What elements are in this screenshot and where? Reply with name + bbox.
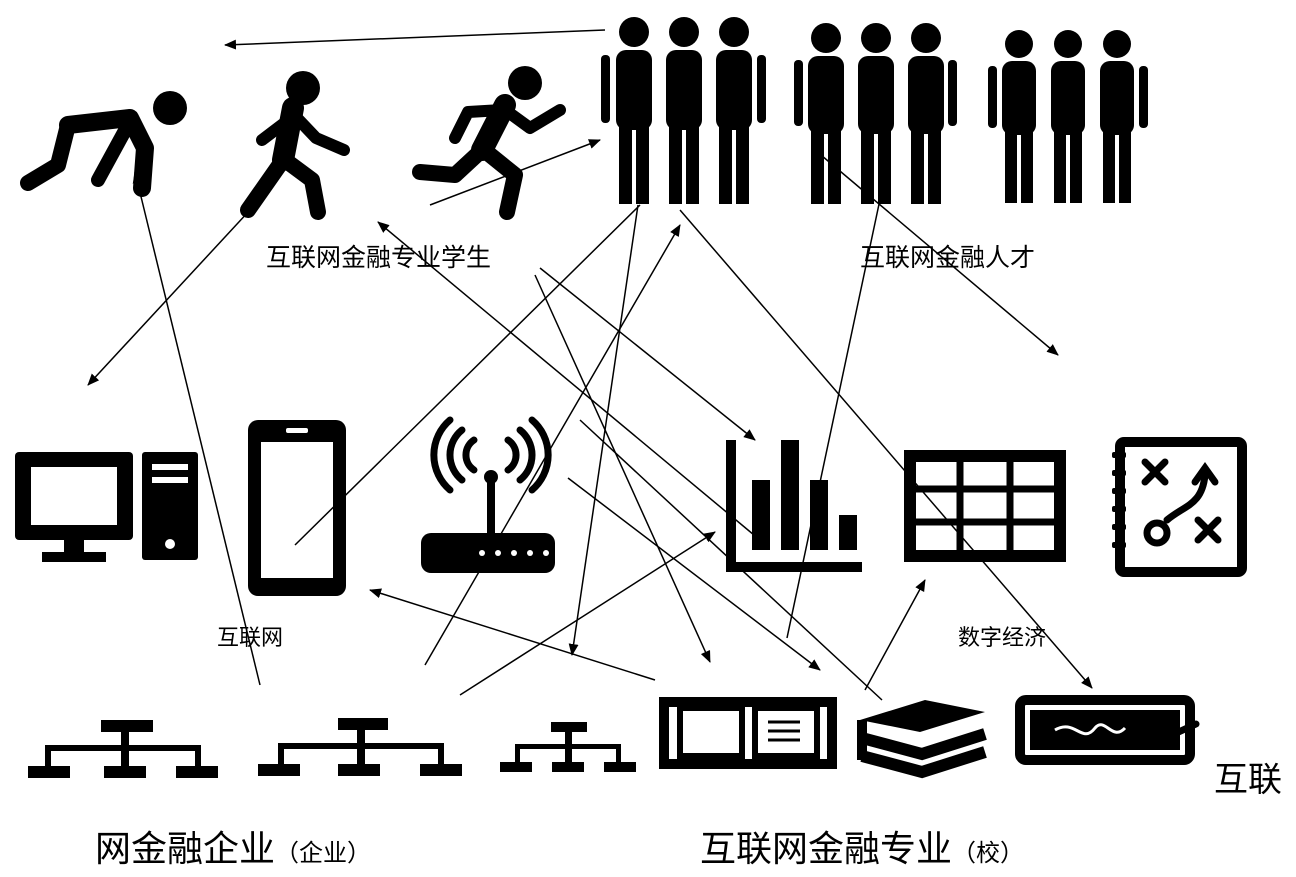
major-label-main: 互联网金融专业 — [700, 829, 953, 869]
open-book-icon — [659, 697, 837, 769]
arrow-books-to-grid — [864, 579, 926, 691]
walking-person-icon — [240, 71, 350, 220]
arrow-groups-to-runner — [224, 29, 606, 50]
arrow-network-to-chart — [459, 531, 716, 696]
people-group-icon — [794, 23, 957, 204]
table-grid-icon — [904, 450, 1066, 562]
desktop-computer-icon — [15, 452, 198, 562]
enterprise-label: 网金融企业（企业） — [95, 820, 371, 872]
strategy-board-icon — [1112, 437, 1247, 577]
smartphone-icon — [248, 420, 346, 596]
people-group-icon — [601, 17, 766, 204]
arrow-student-to-groups — [429, 139, 601, 206]
network-hierarchy-icon — [28, 720, 218, 778]
line-books-to-grid-left — [579, 419, 883, 701]
arrow-book-to-phone — [369, 588, 656, 681]
tablet-signature-icon — [1015, 695, 1200, 765]
running-person-icon — [412, 66, 566, 220]
students-label: 互联网金融专业学生 — [266, 243, 492, 272]
wifi-router-icon — [421, 416, 555, 573]
crouching-runner-icon — [20, 91, 187, 197]
major-label: 互联网金融专业（校） — [700, 820, 1024, 872]
people-group-icon — [988, 30, 1148, 203]
bar-chart-icon — [726, 440, 862, 572]
talent-label: 互联网金融人才 — [860, 243, 1036, 272]
enterprise-label-note: （企业） — [275, 841, 372, 867]
digital-economy-label: 数字经济 — [958, 626, 1047, 651]
internet-label: 互联网 — [217, 626, 284, 651]
arrow-groups-to-right — [814, 149, 1059, 356]
enterprise-label-main: 网金融企业 — [95, 829, 276, 869]
connectors — [87, 29, 1093, 701]
major-label-note: （校） — [952, 841, 1025, 867]
line-talent-to-chart — [786, 189, 883, 639]
arrow-network-to-crouch — [132, 171, 261, 686]
arrow-book-to-walker — [377, 221, 761, 541]
arrow-students-to-book — [534, 274, 711, 663]
arrow-students-to-chart — [539, 267, 756, 441]
arrow-groups-to-tablet — [679, 209, 1093, 689]
stacked-books-icon — [857, 700, 987, 779]
arrow-network-up — [424, 224, 681, 666]
arrow-router-to-books — [567, 477, 821, 671]
line-phone-to-groups — [294, 204, 641, 546]
right-edge-label: 互联 — [1214, 762, 1282, 799]
network-hierarchy-icon — [500, 722, 636, 772]
arrow-groups-down — [568, 204, 639, 656]
arrow-to-computer — [87, 209, 251, 386]
network-hierarchy-icon — [258, 718, 462, 776]
